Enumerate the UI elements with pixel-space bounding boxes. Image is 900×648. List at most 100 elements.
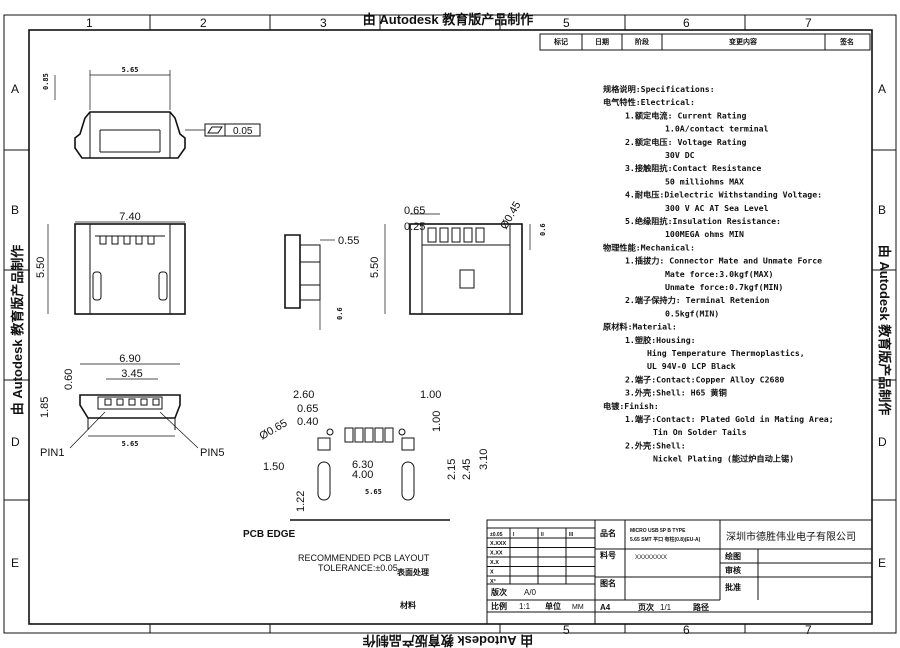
- rev-mark: 标记: [553, 37, 568, 46]
- col-label-5-bottom: 5: [563, 623, 570, 637]
- spec-line-15: Unmate force:0.7kgf(MIN): [665, 282, 783, 292]
- name-value: MICRO USB 5P B TYPE: [630, 528, 686, 534]
- revision-value: A/0: [524, 588, 537, 597]
- watermark-bottom: 由 Autodesk 教育版产品制作: [363, 633, 533, 648]
- pcb-dim-9: 2.15: [446, 459, 458, 480]
- bottom-dim-h1: 0.60: [63, 369, 75, 390]
- top-dim-side: 0.85: [42, 73, 50, 90]
- watermark-right: 由 Autodesk 教育版产品制作: [877, 245, 892, 415]
- name-label: 品名: [600, 528, 616, 538]
- bottom-dim-top: 6.90: [119, 353, 140, 365]
- right-dim-d: 0.6: [539, 223, 547, 236]
- col-label-6-bottom: 6: [683, 623, 690, 637]
- pcb-dim-4: 1.00: [431, 411, 443, 432]
- pcb-layout: 2.60 0.65 0.40 1.00 1.00 Ø0.65 6.30 4.00…: [243, 389, 490, 573]
- tol-header-2: II: [541, 532, 544, 538]
- column-markers: 1 2 3 5 6 7 5 6 7: [86, 15, 812, 637]
- pcb-dim-6: 6.30: [352, 459, 373, 471]
- drawn-label: 绘图: [725, 551, 741, 561]
- side-dim-top: 0.55: [338, 235, 359, 247]
- inner-border: [28, 29, 873, 625]
- spec-line-19: 1.塑胶:Housing:: [625, 335, 696, 345]
- right-dim-b: 0.25: [404, 221, 425, 233]
- tol-row-1: X.XX: [490, 551, 503, 557]
- top-dim-width: 5.65: [122, 66, 139, 74]
- tol-header-0: ±0.05: [490, 532, 503, 538]
- spec-line-9: 300 V AC AT Sea Level: [665, 203, 769, 213]
- spec-line-28: Nickel Plating (能过炉自动上锡): [653, 454, 794, 464]
- pcb-tolerance: TOLERANCE:±0.05: [318, 563, 398, 573]
- pcb-dim-5: Ø0.65: [258, 417, 290, 442]
- pcb-dim-3: 1.00: [420, 389, 441, 401]
- col-label-5: 5: [563, 16, 570, 30]
- front-dim-width: 7.40: [119, 211, 140, 223]
- col-label-3: 3: [320, 16, 327, 30]
- col-label-6: 6: [683, 16, 690, 30]
- pin5-label: PIN5: [200, 447, 224, 459]
- spec-line-23: 3.外壳:Shell: H65 黄铜: [625, 388, 727, 398]
- checked-label: 审核: [725, 565, 741, 575]
- row-label-d-right: D: [878, 435, 887, 449]
- path-label: 路径: [693, 602, 709, 612]
- col-label-2: 2: [200, 16, 207, 30]
- col-label-1: 1: [86, 16, 93, 30]
- row-label-b: B: [11, 203, 19, 217]
- spec-line-13: 1.插拔力: Connector Mate and Unmate Force: [625, 256, 822, 266]
- spec-line-10: 5.绝缘阻抗:Insulation Resistance:: [625, 216, 781, 226]
- page-value: 1/1: [660, 603, 672, 612]
- spec-line-22: 2.端子:Contact:Copper Alloy C2680: [625, 374, 784, 384]
- spec-line-24: 电镀:Finish:: [603, 401, 659, 411]
- spec-line-8: 4.耐电压:Dielectric Withstanding Voltage:: [625, 190, 822, 200]
- row-label-b-right: B: [878, 203, 886, 217]
- top-view: 5.65 0.85 0.05: [42, 66, 261, 159]
- name-value-2: 5.65 SMT 平口 有柱(0.8)(EU-A): [630, 536, 701, 543]
- unit-label: 单位: [545, 601, 561, 611]
- spec-line-4: 2.额定电压: Voltage Rating: [625, 137, 747, 147]
- bottom-dim-base: 5.65: [122, 440, 139, 448]
- pcb-dim-0: 2.60: [293, 389, 314, 401]
- scale-label: 比例: [491, 601, 507, 611]
- pcb-dim-1: 0.65: [297, 403, 318, 415]
- right-view: 0.65 0.25 5.50 Ø0.45 0.6: [369, 200, 547, 315]
- right-dim-c: 5.50: [369, 257, 381, 278]
- part-value: XXXXXXXX: [635, 555, 667, 561]
- spec-line-7: 50 milliohms MAX: [665, 176, 744, 186]
- side-view: 0.55 0.6: [284, 234, 359, 330]
- row-label-e: E: [11, 556, 19, 570]
- front-dim-height: 5.50: [35, 257, 47, 278]
- surface-label: 表面处理: [396, 567, 429, 577]
- spec-line-20: Hing Temperature Thermoplastics,: [647, 348, 805, 358]
- watermark-left: 由 Autodesk 教育版产品制作: [10, 245, 25, 415]
- tol-header-1: I: [513, 532, 515, 538]
- spec-line-17: 0.5kgf(MIN): [665, 308, 719, 318]
- right-dim-dia: Ø0.45: [498, 200, 523, 232]
- spec-line-3: 1.0A/contact terminal: [665, 124, 769, 134]
- right-dim-a: 0.65: [404, 205, 425, 217]
- tol-row-3: X: [490, 570, 494, 576]
- row-label-e-right: E: [878, 556, 886, 570]
- pcb-dim-7: 4.00: [352, 469, 373, 481]
- page-label: 页次: [638, 602, 654, 612]
- spec-line-5: 30V DC: [665, 150, 695, 160]
- col-label-7-bottom: 7: [805, 623, 812, 637]
- spec-line-2: 1.额定电流: Current Rating: [625, 110, 747, 120]
- spec-line-16: 2.端子保持力: Terminal Retenion: [625, 295, 770, 305]
- pcb-dim-10: 2.45: [461, 459, 473, 480]
- top-flatness: 0.05: [233, 126, 253, 137]
- row-markers: A B D E A B D E: [4, 82, 896, 570]
- company-name: 深圳市德胜伟业电子有限公司: [726, 530, 856, 543]
- scale-value: 1:1: [519, 602, 531, 611]
- spec-line-14: Mate force:3.0kgf(MAX): [665, 269, 773, 279]
- outer-border: [3, 14, 897, 634]
- graph-label: 图名: [600, 578, 616, 588]
- tol-row-0: X.XXX: [490, 541, 507, 547]
- spec-line-11: 100MEGA ohms MIN: [665, 229, 744, 239]
- pcb-dim-2: 0.40: [297, 416, 318, 428]
- pcb-dim-11: 3.10: [478, 449, 490, 470]
- spec-line-27: 2.外壳:Shell:: [625, 440, 686, 450]
- rev-date: 日期: [595, 37, 609, 46]
- spec-line-1: 电气特性:Electrical:: [603, 97, 695, 107]
